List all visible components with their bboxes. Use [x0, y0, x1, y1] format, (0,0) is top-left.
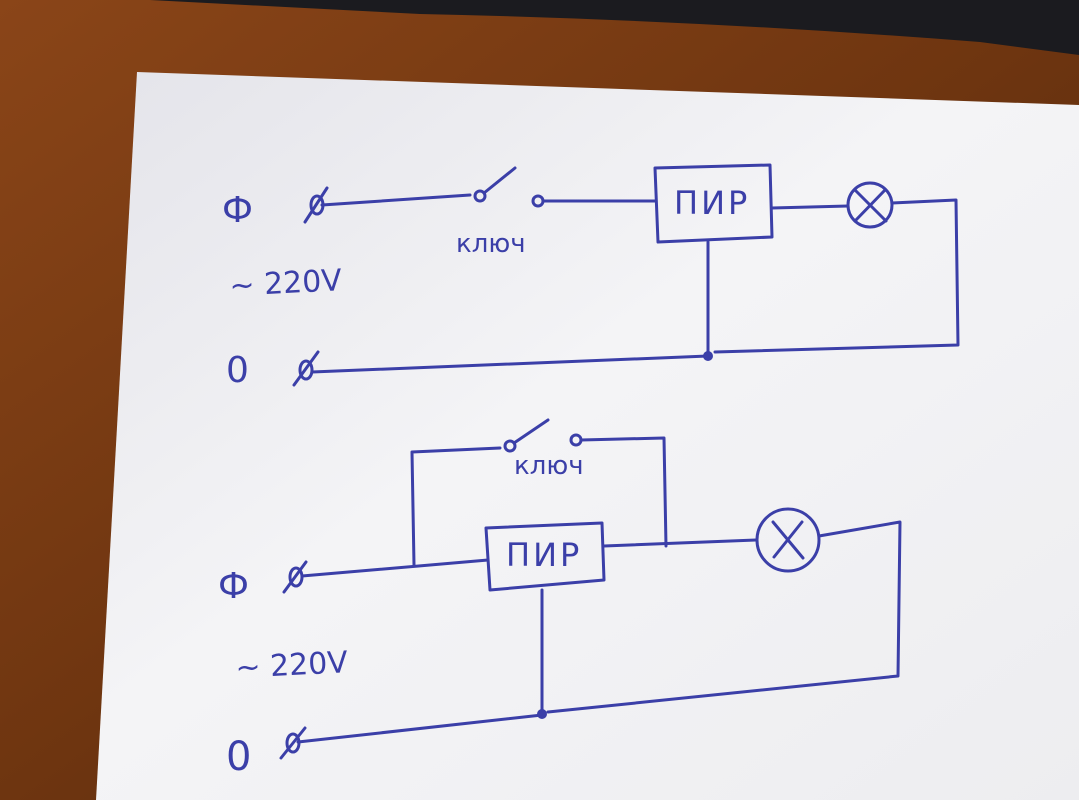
junction-dot-icon [537, 709, 547, 719]
lamp-icon [755, 507, 821, 573]
paper-sheet [96, 72, 1079, 800]
pir-to-lamp-wire [770, 204, 850, 210]
pir-label: ПИР [506, 536, 582, 574]
switch-label: ключ [456, 229, 526, 259]
switch-icon [503, 418, 583, 453]
dark-object [150, 0, 1079, 55]
diagram-1 [292, 163, 960, 387]
neutral-wire [296, 713, 544, 744]
phase-symbol: Ф [222, 190, 253, 231]
lamp-icon [846, 181, 894, 229]
voltage-label: ~ 220V [229, 263, 344, 304]
pir-to-lamp-wire [602, 538, 758, 548]
bypass-left-wire [410, 446, 502, 567]
phase-symbol: Ф [218, 566, 249, 607]
neutral-symbol: 0 [226, 734, 251, 780]
neutral-terminal-icon [292, 350, 320, 387]
pir-box [484, 521, 606, 592]
pir-label: ПИР [674, 184, 750, 222]
neutral-terminal-icon [279, 726, 307, 760]
lamp-return-wire [546, 520, 902, 714]
phase-wire [320, 193, 472, 207]
diagram-2 [279, 418, 902, 760]
lamp-return-wire [713, 198, 960, 354]
voltage-label: ~ 220V [235, 645, 350, 686]
neutral-wire [310, 354, 710, 374]
junction-dot-icon [703, 351, 713, 361]
pir-box [653, 163, 774, 244]
phase-wire [300, 558, 490, 578]
neutral-symbol: 0 [226, 350, 249, 391]
bypass-right-wire [579, 436, 668, 548]
switch-label: ключ [514, 451, 584, 481]
